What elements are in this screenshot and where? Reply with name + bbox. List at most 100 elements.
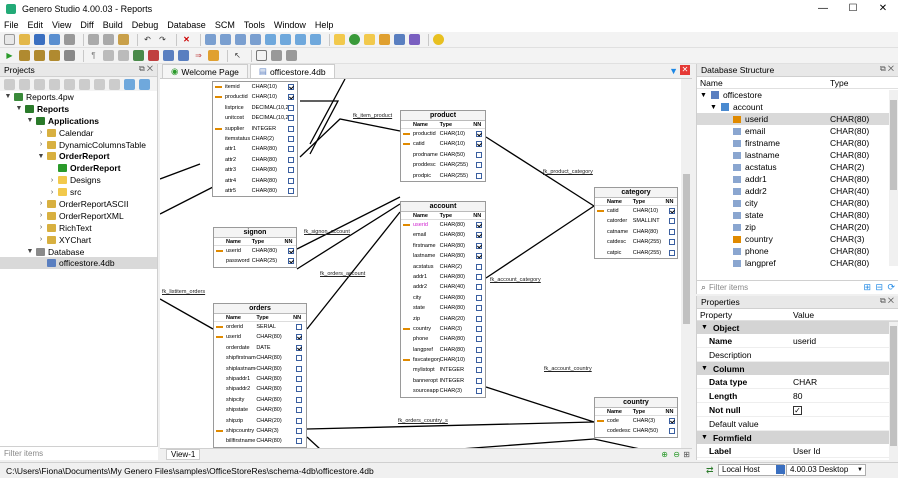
diagram-vertical-scrollbar[interactable] [681, 79, 692, 449]
tree-item[interactable]: ▼OrderReport [0, 150, 157, 162]
not-null-checkbox[interactable] [476, 315, 483, 322]
not-null-checkbox[interactable] [476, 232, 483, 239]
debug-icon[interactable] [19, 50, 30, 61]
not-null-checkbox[interactable] [668, 249, 675, 256]
not-null-checkbox[interactable] [287, 248, 294, 254]
dbs-scrollbar[interactable] [889, 90, 898, 266]
relationship-line[interactable] [160, 163, 201, 180]
tree-item[interactable]: ›DynamicColumnsTable [0, 139, 157, 151]
not-null-checkbox[interactable] [296, 355, 303, 362]
not-null-checkbox[interactable] [476, 377, 483, 384]
prop-value[interactable]: userid [793, 335, 817, 346]
dbs-table-row[interactable]: ▼account [697, 101, 898, 113]
add-table-icon[interactable] [133, 50, 144, 61]
menu-database[interactable]: Database [167, 20, 206, 30]
dbs-root-row[interactable]: ▼officestore [697, 89, 898, 101]
not-null-checkbox[interactable] [288, 125, 295, 132]
compile-icon[interactable] [349, 34, 360, 45]
tree-item[interactable]: ›Designs [0, 174, 157, 186]
not-null-checkbox[interactable] [476, 305, 483, 312]
relationship-line[interactable] [299, 118, 401, 158]
expand-toggle-icon[interactable]: › [50, 176, 54, 184]
not-null-checkbox[interactable] [476, 284, 483, 291]
tree-item[interactable]: OrderReport [0, 162, 157, 174]
proj-refresh-icon[interactable] [124, 78, 135, 90]
relation-icon[interactable] [208, 50, 219, 61]
not-null-checkbox[interactable] [476, 253, 483, 260]
not-null-checkbox[interactable] [288, 146, 295, 153]
tab-list-icon[interactable]: ▼ [669, 66, 678, 76]
save-all-icon[interactable] [49, 34, 60, 45]
relationship-line[interactable] [300, 100, 340, 155]
relationship-line[interactable] [296, 196, 401, 250]
prop-description[interactable]: Description [697, 348, 898, 362]
refresh-icon[interactable]: ⟳ [887, 282, 895, 292]
remove-table-icon[interactable] [148, 50, 159, 61]
relationship-label[interactable]: fk_account_category [490, 277, 541, 283]
expand-toggle-icon[interactable]: › [39, 141, 43, 148]
build-icon[interactable] [364, 34, 375, 45]
relationship-line[interactable] [296, 203, 401, 270]
chevron-down-icon[interactable]: ▼ [710, 103, 717, 111]
menu-help[interactable]: Help [314, 20, 334, 30]
not-null-checkbox[interactable] [668, 218, 675, 225]
not-null-checkbox[interactable] [476, 346, 483, 353]
paste-icon[interactable] [118, 34, 129, 45]
menu-view[interactable]: View [52, 20, 72, 30]
redo-icon[interactable]: ↷ [159, 35, 166, 44]
relationship-line[interactable] [160, 298, 214, 330]
minimize-button[interactable]: — [818, 3, 828, 14]
relationship-label[interactable]: fk_listitem_orders [162, 289, 206, 295]
relationship-label[interactable]: fk_item_product [353, 113, 393, 119]
not-null-checkbox[interactable] [668, 418, 675, 424]
expand-all-icon[interactable]: ⊞ [863, 282, 871, 292]
not-null-checkbox[interactable] [287, 258, 294, 265]
not-null-checkbox[interactable] [296, 365, 303, 372]
not-null-checkbox[interactable] [288, 104, 295, 111]
category-formfield[interactable]: ▼Formfield [697, 431, 898, 444]
not-null-checkbox[interactable] [476, 222, 483, 228]
tab-view-1[interactable]: View-1 [166, 449, 201, 460]
not-null-checkbox[interactable] [296, 334, 303, 341]
not-null-checkbox[interactable] [476, 263, 483, 270]
projects-filter-input[interactable]: Filter items [4, 449, 44, 458]
not-null-checkbox[interactable] [296, 375, 303, 382]
chevron-down-icon[interactable]: ▼ [700, 91, 707, 99]
prop-value[interactable]: 80 [793, 390, 803, 401]
category-column[interactable]: ▼Column [697, 362, 898, 375]
compile-project-icon[interactable] [34, 50, 45, 61]
not-null-checkbox[interactable] [476, 151, 483, 158]
menu-debug[interactable]: Debug [131, 20, 159, 30]
menu-diff[interactable]: Diff [80, 20, 94, 30]
